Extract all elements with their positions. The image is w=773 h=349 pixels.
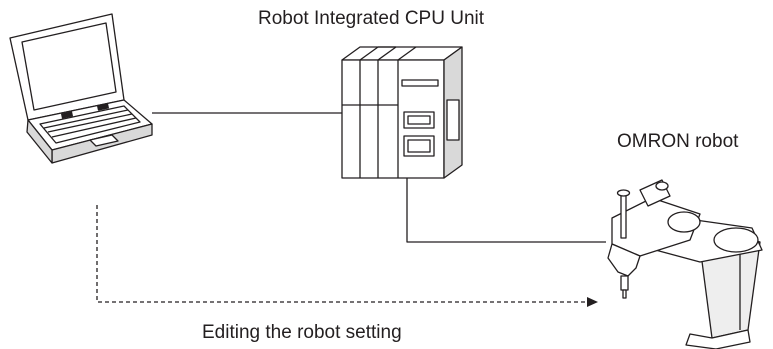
cpu-unit-label: Robot Integrated CPU Unit <box>258 8 485 29</box>
editing-flow-label: Editing the robot setting <box>202 322 402 343</box>
laptop-icon <box>9 13 153 164</box>
editing-flow-dashed-arrow <box>96 205 598 307</box>
cpu-robot-cable <box>406 173 606 243</box>
cpu-unit-icon <box>341 46 463 179</box>
scara-robot-icon <box>607 179 763 349</box>
robot-label: OMRON robot <box>617 131 739 152</box>
